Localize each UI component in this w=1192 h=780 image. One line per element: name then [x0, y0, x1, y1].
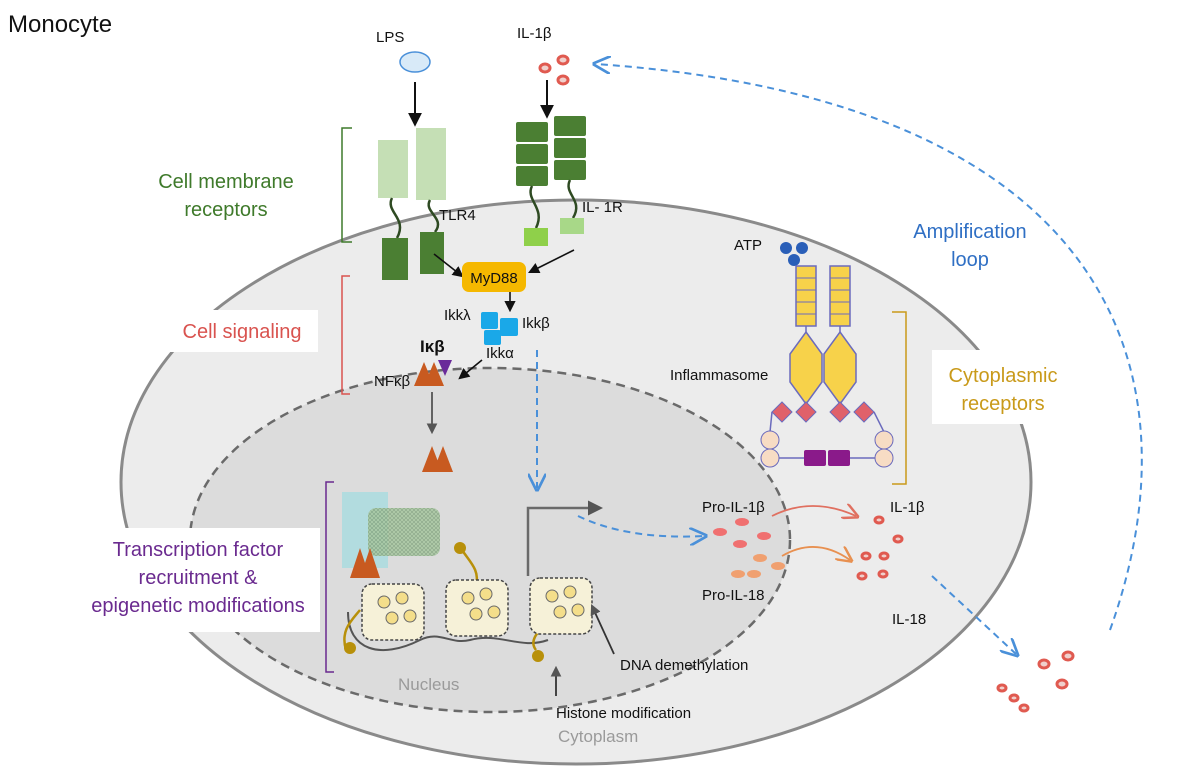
cytoplasm-label: Cytoplasm	[558, 727, 638, 746]
membrane-section-label-1: Cell membrane	[158, 171, 294, 193]
ikk-lambda-label: Ikkλ	[444, 307, 471, 324]
dna-demethylation-arrow	[590, 604, 615, 655]
il1b-mature-molecules	[860, 515, 904, 561]
il1b-top-label: IL-1β	[517, 25, 552, 42]
il1r-to-myd88-arrow	[527, 249, 575, 274]
signaling-section-label: Cell signaling	[183, 321, 302, 343]
il18-mature-molecules	[856, 569, 889, 581]
pro-il18-label: Pro-IL-18	[702, 587, 765, 604]
ikappab-label: Iκβ	[420, 337, 445, 356]
myd88-box	[462, 262, 526, 292]
nfkb-complex	[414, 360, 452, 386]
atp-label: ATP	[734, 237, 762, 254]
chromatin-dna	[343, 542, 549, 662]
lps-label: LPS	[376, 29, 404, 46]
il1b-right-label: IL-1β	[890, 499, 925, 516]
transcription-start-arrow	[526, 500, 603, 576]
amplification-label-1: Amplification	[913, 221, 1026, 243]
tlr4-label: TLR4	[439, 207, 476, 224]
atp-molecules	[780, 242, 808, 266]
lps-molecule	[399, 51, 431, 73]
pro-il1b-label: Pro-IL-1β	[702, 499, 765, 516]
nfkb-in-nucleus	[422, 446, 453, 472]
transcription-label-box	[76, 528, 320, 632]
inflammasome	[760, 265, 894, 468]
histone-modification-label: Histone modification	[556, 705, 691, 722]
pro-il18-molecules	[731, 554, 785, 578]
myd88-label: MyD88	[470, 270, 518, 287]
inflammasome-label: Inflammasome	[670, 367, 768, 384]
amplification-loop-arrow	[596, 64, 1143, 631]
transcription-section-label-1: Transcription factor	[113, 539, 284, 561]
gene-to-pro-il-dashed-arrow	[577, 515, 704, 537]
amplification-label-2: loop	[951, 249, 989, 271]
nucleosome-2	[445, 579, 509, 637]
signaling-label-box	[166, 310, 318, 352]
nucleosome-1	[361, 583, 425, 641]
secreted-cytokines	[996, 650, 1075, 713]
pro-il1b-molecules	[713, 518, 771, 548]
title: Monocyte	[8, 11, 112, 38]
ikk-alpha-label: Ikkα	[486, 345, 514, 362]
transcription-bracket	[325, 481, 334, 673]
dna-demethylation-label: DNA demethylation	[620, 657, 748, 674]
cytoplasmic-section-label-2: receptors	[961, 393, 1044, 415]
bound-nfkb	[350, 548, 380, 578]
cytoplasmic-bracket	[892, 311, 907, 485]
cytoplasmic-section-label-1: Cytoplasmic	[949, 365, 1058, 387]
nucleosome-3	[529, 577, 593, 635]
transcription-section-label-3: epigenetic modifications	[91, 595, 304, 617]
nucleus-label: Nucleus	[398, 675, 459, 694]
membrane-bracket	[341, 127, 352, 243]
tlr4-receptor	[378, 128, 446, 280]
il18-label: IL-18	[892, 611, 926, 628]
ikk-complex	[481, 312, 518, 345]
il1r-label: IL- 1R	[582, 199, 623, 216]
pro-il1b-cleavage-arrow	[771, 506, 856, 516]
membrane-section-label-2: receptors	[184, 199, 267, 221]
signaling-bracket	[341, 275, 350, 395]
nfkb-label: NFκβ	[374, 373, 410, 390]
coactivator-complex	[368, 508, 440, 556]
il1r-receptor	[516, 116, 586, 246]
tlr4-to-myd88-arrow	[433, 253, 464, 278]
cytoplasmic-label-box	[932, 350, 1074, 424]
pro-il18-cleavage-arrow	[781, 547, 850, 560]
transcription-section-label-2: recruitment &	[139, 567, 259, 589]
ikk-beta-label: Ikkβ	[522, 315, 550, 332]
il1b-top-molecules	[538, 54, 570, 86]
ikk-to-nfkb-arrow	[458, 359, 483, 380]
